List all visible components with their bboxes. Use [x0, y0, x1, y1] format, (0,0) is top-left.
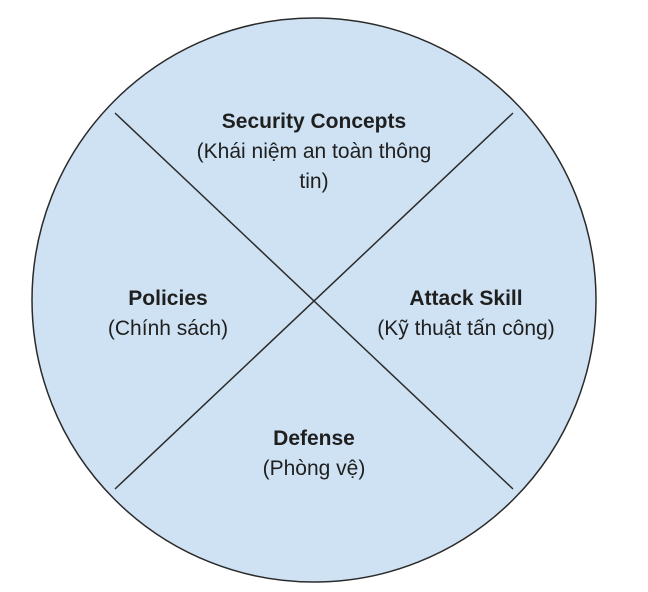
quadrant-title: Security Concepts: [221, 110, 407, 133]
quadrant-title: Defense: [273, 427, 355, 450]
quadrant-subtitle: (Kỹ thuật tấn công): [377, 317, 555, 340]
quadrant-security-concepts: Security Concepts (Khái niệm an toàn thô…: [194, 107, 434, 197]
quadrant-subtitle: (Chính sách): [107, 317, 229, 340]
quadrant-subtitle: (Phòng vệ): [262, 457, 366, 480]
quadrant-attack-skill: Attack Skill (Kỹ thuật tấn công): [377, 284, 554, 344]
quadrant-subtitle: (Khái niệm an toàn thông tin): [196, 140, 432, 193]
quadrant-policies: Policies (Chính sách): [108, 284, 228, 344]
quadrant-title: Attack Skill: [409, 287, 523, 310]
quadrant-title: Policies: [128, 287, 208, 310]
diagonal-divider-top-right-to-bottom-left: [114, 112, 514, 490]
quadrant-defense: Defense (Phòng vệ): [263, 424, 366, 484]
